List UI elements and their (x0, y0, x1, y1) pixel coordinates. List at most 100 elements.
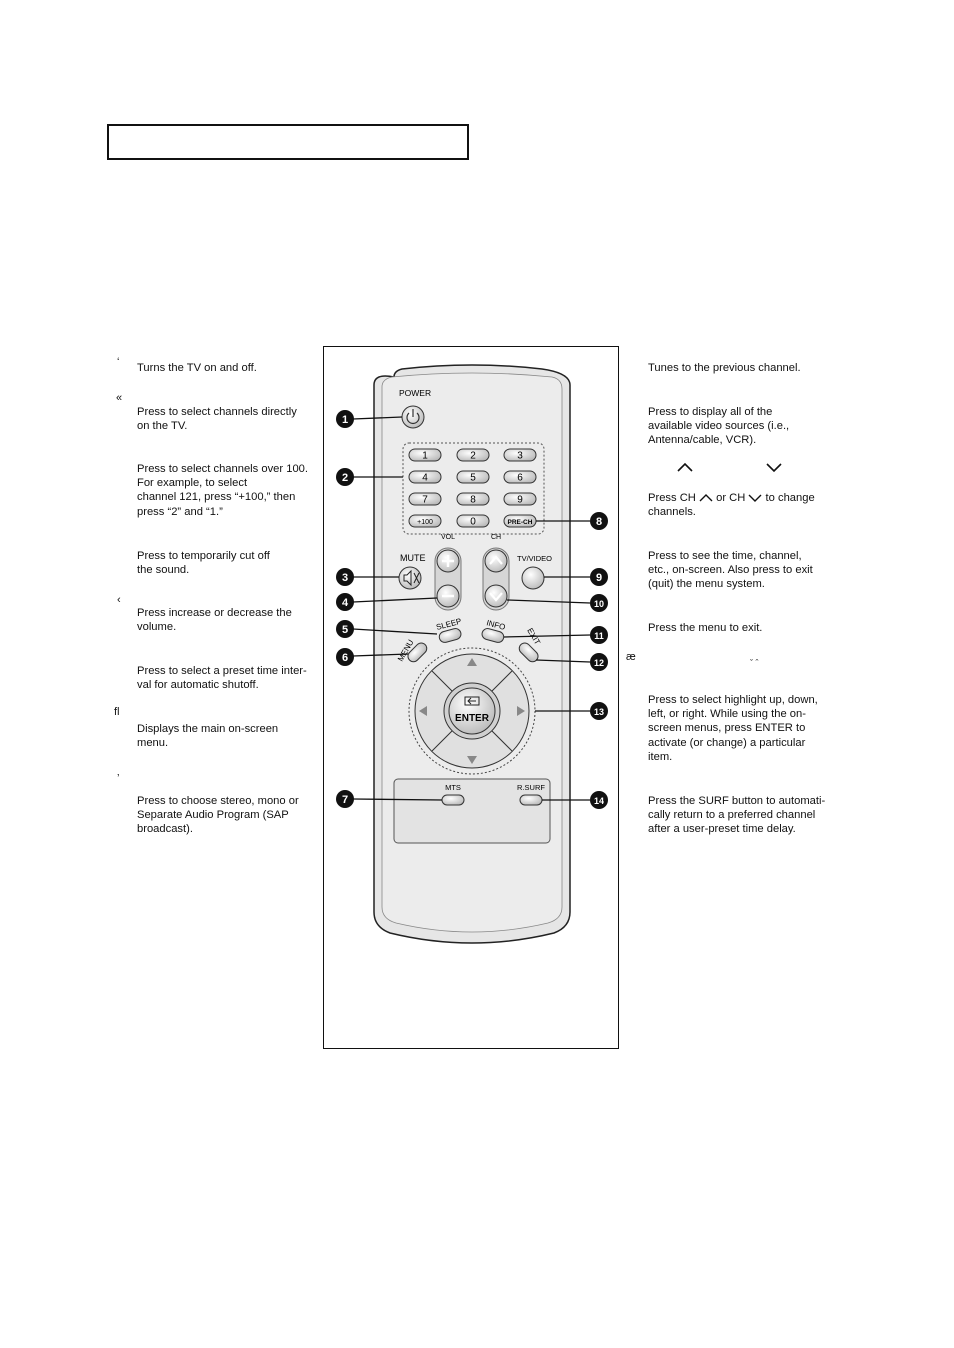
info-button[interactable] (481, 627, 505, 643)
ch-down-button[interactable] (484, 584, 508, 608)
enter-button[interactable] (448, 687, 496, 735)
callout-9-label: 9 (596, 572, 602, 584)
power-label: POWER (399, 388, 431, 398)
power-icon (406, 409, 420, 424)
key-5-label: 5 (470, 473, 476, 484)
mts-button[interactable] (441, 794, 465, 806)
key-8-label: 8 (470, 495, 476, 506)
key-6[interactable] (503, 470, 537, 484)
key-7[interactable] (408, 492, 442, 506)
callout-14-label: 14 (594, 796, 604, 806)
sleep-button[interactable] (438, 627, 462, 643)
bullet-mark: æ (626, 651, 636, 663)
mute-description: Press to temporarily cut off the sound. (137, 550, 270, 577)
chevron-down-icon (489, 592, 503, 602)
exit-description: Press the menu to exit. (648, 622, 763, 634)
callout-12-label: 12 (594, 658, 604, 668)
tvvideo-description: Press to display all of the available vi… (648, 406, 790, 447)
key-4-label: 4 (422, 473, 428, 484)
callout-3 (336, 568, 354, 586)
callout-5 (336, 620, 354, 638)
remote-figure: POWER 1 2 3 4 5 6 7 8 9 +100 0 PRE-CH MU… (323, 346, 619, 1049)
key-plus100[interactable] (408, 514, 442, 528)
tvvideo-button[interactable] (521, 566, 545, 590)
arrow-left-icon[interactable] (419, 706, 427, 716)
callout-3-label: 3 (342, 572, 348, 584)
number-pad-area (402, 442, 545, 535)
key-1[interactable] (408, 448, 442, 462)
callout-4 (336, 593, 354, 611)
ch-suffix: to change (765, 492, 815, 504)
callout-13-label: 13 (594, 707, 604, 717)
key-0-label: 0 (470, 517, 476, 528)
section-title-box (107, 124, 469, 160)
key-1-label: 1 (422, 451, 428, 462)
callout-14 (590, 791, 608, 809)
key-plus100-label: +100 (417, 519, 433, 526)
ch-up-button[interactable] (484, 549, 508, 573)
arrow-right-icon[interactable] (517, 706, 525, 716)
callout-9 (590, 568, 608, 586)
vol-label: VOL (441, 534, 455, 541)
callouts: 1 2 3 4 5 6 7 8 9 10 11 12 13 14 (336, 410, 608, 809)
callout-13 (590, 702, 608, 720)
mute-label: MUTE (400, 553, 426, 563)
mute-button[interactable] (398, 566, 422, 590)
callout-2 (336, 468, 354, 486)
key-0[interactable] (456, 514, 490, 528)
callout-12 (590, 653, 608, 671)
key-6-label: 6 (517, 473, 523, 484)
callout-1-label: 1 (342, 414, 348, 426)
callout-1 (336, 410, 354, 428)
ch-mid: or CH (716, 492, 746, 504)
number-pad: 1 2 3 4 5 6 7 8 9 +100 0 PRE-CH (408, 448, 537, 528)
callout-11 (590, 626, 608, 644)
key-3[interactable] (503, 448, 537, 462)
small-arrow-marks: ˇ ˆ (750, 658, 759, 668)
tvvideo-label: TV/VIDEO (517, 554, 552, 563)
key-4[interactable] (408, 470, 442, 484)
key-5[interactable] (456, 470, 490, 484)
info-description: Press to see the time, channel, etc., on… (648, 550, 813, 591)
callout-5-label: 5 (342, 624, 348, 636)
callout-2-label: 2 (342, 472, 348, 484)
chevron-down-icon (766, 463, 782, 473)
lower-panel (393, 778, 551, 844)
arrow-down-icon[interactable] (467, 756, 477, 764)
chevron-up-icon (677, 462, 693, 472)
mts-label: MTS (445, 783, 461, 792)
prech-description: Tunes to the previous channel. (648, 362, 801, 374)
menu-button[interactable] (406, 641, 429, 664)
key-8[interactable] (456, 492, 490, 506)
bullet-mark: ‚ (117, 766, 120, 778)
chevron-down-icon (748, 494, 762, 503)
rsurf-label: R.SURF (517, 783, 545, 792)
volume-description: Press increase or decrease the volume. (137, 607, 292, 634)
callout-lines (352, 416, 591, 801)
mute-icon (403, 569, 420, 587)
key-2[interactable] (456, 448, 490, 462)
bullet-mark: ﬂ (114, 706, 120, 718)
callout-10 (590, 594, 608, 612)
key-7-label: 7 (422, 495, 428, 506)
rsurf-button[interactable] (519, 794, 543, 806)
chevron-up-icon (489, 555, 503, 565)
callout-7-label: 7 (342, 794, 348, 806)
remote-illustration: POWER 1 2 3 4 5 6 7 8 9 +100 0 PRE-CH MU… (336, 364, 608, 944)
ch-line2: channels. (648, 506, 696, 519)
arrow-enter-description: Press to select highlight up, down, left… (648, 694, 818, 763)
enter-icon (464, 696, 480, 706)
arrow-up-icon[interactable] (467, 658, 477, 666)
menu-description: Displays the main on-screen menu. (137, 723, 279, 750)
ch-label: CH (491, 534, 501, 541)
bullet-mark: ‘ (117, 356, 120, 368)
power-description: Turns the TV on and off. (137, 362, 257, 374)
key-3-label: 3 (517, 451, 523, 462)
callout-10-label: 10 (594, 599, 604, 609)
rsurf-description: Press the SURF button to automati- cally… (648, 795, 826, 836)
key-2-label: 2 (470, 451, 476, 462)
callout-6 (336, 648, 354, 666)
key-9[interactable] (503, 492, 537, 506)
chevron-up-icon (699, 494, 713, 502)
key-9-label: 9 (517, 495, 523, 506)
